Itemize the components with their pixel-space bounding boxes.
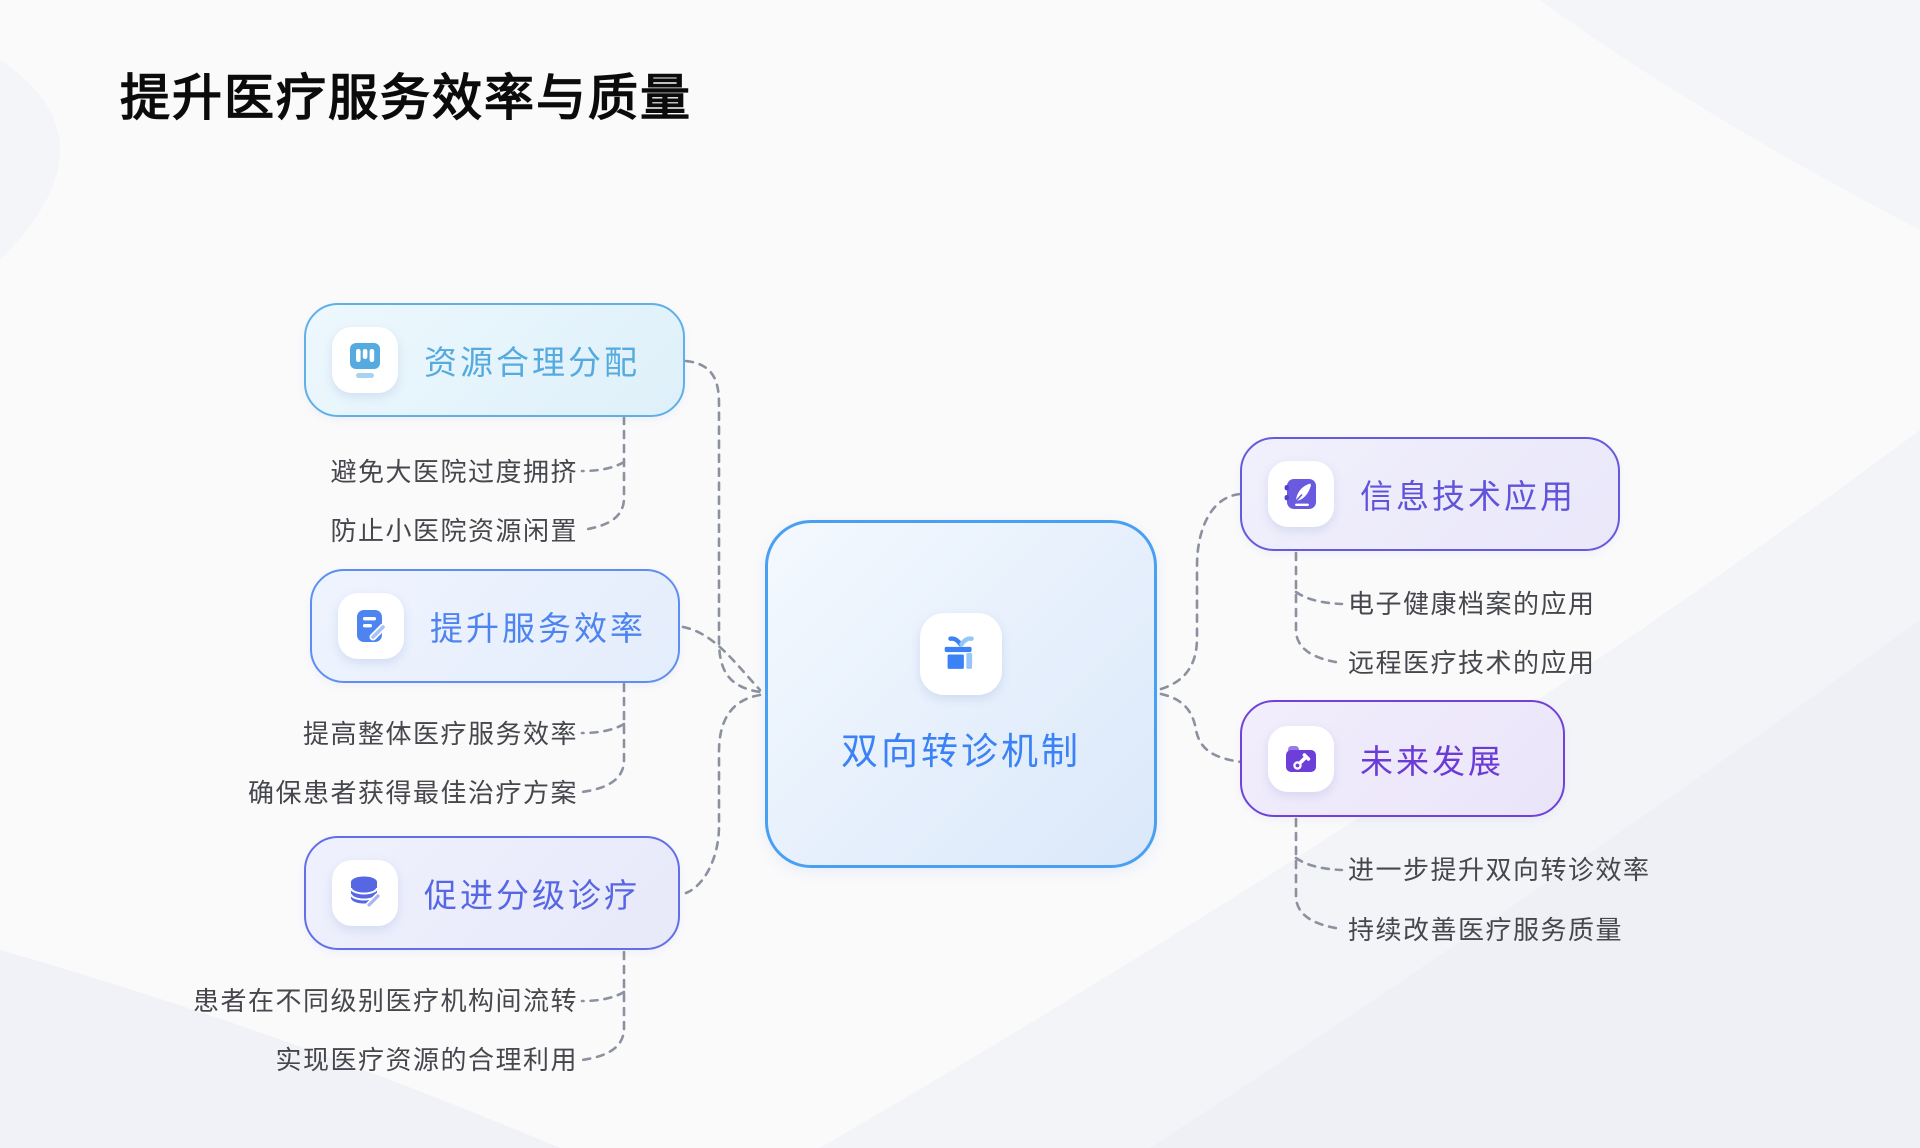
branch-node-service-efficiency[interactable]: 提升服务效率 (310, 569, 680, 683)
leaf-node[interactable]: 实现医疗资源的合理利用 (275, 1045, 578, 1075)
leaf-node[interactable]: 电子健康档案的应用 (1348, 589, 1596, 619)
quill-pen-icon (1268, 461, 1334, 527)
branch-label: 提升服务效率 (430, 610, 646, 647)
branch-node-information-technology[interactable]: 信息技术应用 (1240, 437, 1620, 551)
branch-label: 未来发展 (1360, 742, 1504, 780)
edge-efficiency-to-center (681, 625, 762, 692)
leaf-node[interactable]: 确保患者获得最佳治疗方案 (247, 778, 578, 808)
database-edit-icon (332, 860, 398, 926)
page-title: 提升医疗服务效率与质量 (120, 70, 692, 126)
branch-node-tiered-diagnosis[interactable]: 促进分级诊疗 (304, 836, 680, 950)
folder-wrench-icon (1268, 725, 1334, 792)
kanban-chart-icon (332, 327, 398, 393)
leaf-node[interactable]: 避免大医院过度拥挤 (330, 457, 578, 487)
central-node-label: 双向转诊机制 (841, 731, 1081, 772)
leaf-node[interactable]: 持续改善医疗服务质量 (1348, 915, 1624, 945)
branch-label: 促进分级诊疗 (424, 877, 640, 914)
branch-label: 信息技术应用 (1360, 478, 1576, 515)
central-node[interactable]: 双向转诊机制 (765, 520, 1157, 868)
gift-icon (920, 613, 1002, 695)
leaf-node[interactable]: 防止小医院资源闲置 (330, 516, 578, 546)
leaf-node[interactable]: 进一步提升双向转诊效率 (1348, 855, 1651, 885)
branch-node-resource-allocation[interactable]: 资源合理分配 (304, 303, 685, 417)
leaf-node[interactable]: 远程医疗技术的应用 (1348, 648, 1596, 678)
edge-center-to-future (1159, 692, 1243, 764)
leaf-node[interactable]: 患者在不同级别医疗机构间流转 (192, 986, 578, 1016)
branch-label: 资源合理分配 (424, 344, 640, 381)
edge-tiered-to-center (684, 693, 762, 895)
document-edit-icon (338, 593, 404, 659)
edge-center-to-it (1159, 492, 1243, 691)
branch-node-future-development[interactable]: 未来发展 (1240, 700, 1565, 817)
leaf-node[interactable]: 提高整体医疗服务效率 (302, 719, 578, 749)
edge-resource-to-center (684, 359, 762, 694)
